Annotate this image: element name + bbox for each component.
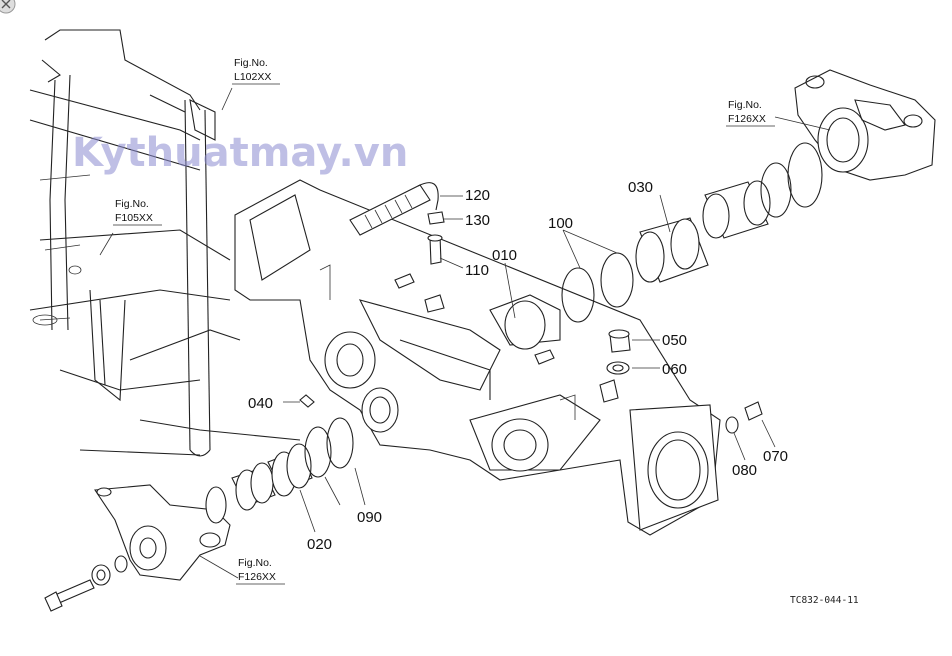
axle-housing: [234, 179, 721, 536]
part-label-130: 130: [465, 212, 490, 229]
leader-lines: [99, 87, 831, 579]
left-bushings: [205, 394, 354, 524]
bolt-assembly: [44, 555, 128, 612]
fig-ref-1-line2: L102XX: [234, 71, 271, 83]
plug-and-bolts: [606, 329, 763, 434]
part-label-060: 060: [662, 361, 687, 378]
part-label-020: 020: [307, 536, 332, 553]
fig-ref-1: Fig.No. L102XX: [232, 57, 280, 85]
part-label-040: 040: [248, 395, 273, 412]
fig-ref-2: Fig.No. F105XX: [113, 198, 162, 226]
fig-ref-3: Fig.No. F126XX: [236, 557, 285, 585]
bracket-top-right: [794, 69, 936, 181]
drawing-code: TC832-044-11: [790, 595, 859, 606]
part-label-010: 010: [492, 247, 517, 264]
part-label-030: 030: [628, 179, 653, 196]
fig-ref-1-line1: Fig.No.: [234, 57, 268, 69]
bracket-bottom-left: [94, 484, 231, 581]
fig-ref-4-line1: Fig.No.: [728, 99, 762, 111]
frame-assembly: [29, 29, 301, 457]
watermark: Kythuatmay.vn: [72, 130, 408, 176]
fig-ref-3-line2: F126XX: [238, 571, 276, 583]
part-label-120: 120: [465, 187, 490, 204]
fig-ref-2-line2: F105XX: [115, 212, 153, 224]
part-label-050: 050: [662, 332, 687, 349]
part-label-080: 080: [732, 462, 757, 479]
fig-ref-3-line1: Fig.No.: [238, 557, 272, 569]
part-label-070: 070: [763, 448, 788, 465]
fig-ref-2-line1: Fig.No.: [115, 198, 149, 210]
part-label-110: 110: [465, 262, 489, 279]
part-label-100: 100: [548, 215, 573, 232]
part-label-090: 090: [357, 509, 382, 526]
right-bushings: [561, 142, 823, 323]
breather-assembly: [349, 182, 445, 265]
close-icon[interactable]: [0, 0, 16, 14]
fig-ref-4: Fig.No. F126XX: [726, 99, 775, 127]
fig-ref-4-line2: F126XX: [728, 113, 766, 125]
